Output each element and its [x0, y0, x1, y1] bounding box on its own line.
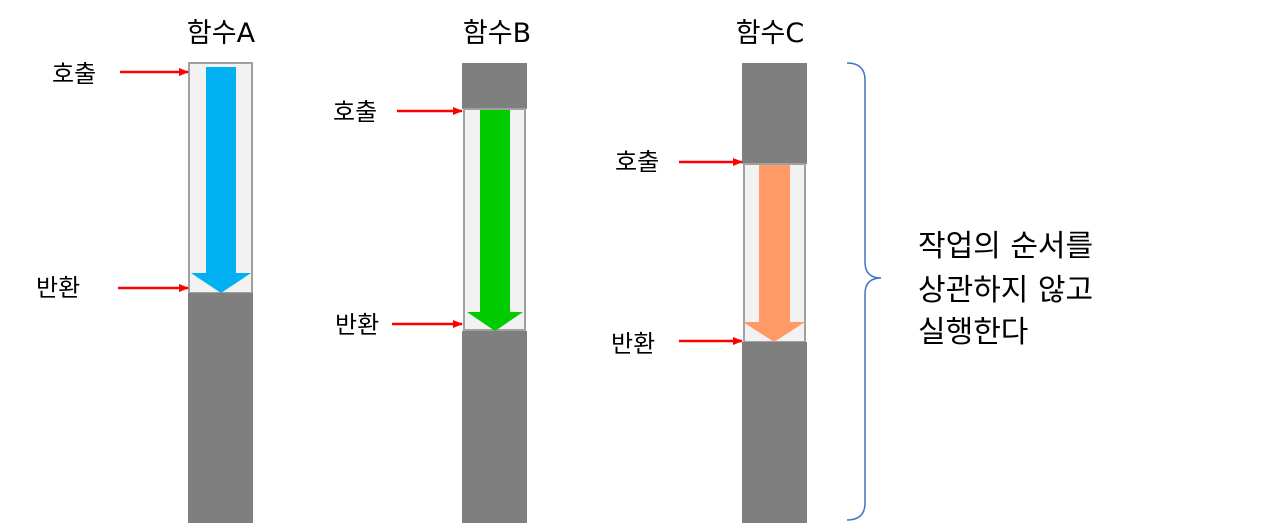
function-a-execution-arrow [191, 67, 251, 293]
function-c-return-label: 반환 [611, 330, 655, 358]
function-a-call-label: 호출 [52, 60, 96, 88]
function-column-b: 함수B 호출 반환 [333, 18, 531, 523]
function-b-execution-arrow [467, 110, 523, 331]
function-a-return-label: 반환 [36, 274, 80, 302]
function-c-call-label: 호출 [615, 148, 659, 176]
note-line-1: 작업의 순서를 [918, 229, 1093, 264]
function-b-title: 함수B [463, 18, 531, 49]
function-column-c: 함수C 호출 반환 [611, 18, 807, 523]
right-curly-brace [846, 62, 882, 521]
note-text: 작업의 순서를 상관하지 않고 실행한다 [918, 229, 1093, 350]
function-b-return-label: 반환 [335, 311, 379, 339]
function-c-busy-before [742, 63, 807, 164]
function-column-a: 함수A 호출 반환 [36, 18, 256, 523]
function-b-busy-after [462, 331, 527, 523]
function-c-execution-arrow [743, 165, 805, 342]
function-b-busy-before [462, 63, 527, 109]
note-line-3: 실행한다 [918, 315, 1028, 350]
function-c-title: 함수C [736, 18, 805, 49]
function-a-busy-after [188, 293, 253, 523]
function-a-title: 함수A [187, 18, 256, 49]
function-b-call-label: 호출 [333, 98, 377, 126]
function-c-busy-after [742, 342, 807, 523]
note-line-2: 상관하지 않고 [918, 273, 1093, 308]
